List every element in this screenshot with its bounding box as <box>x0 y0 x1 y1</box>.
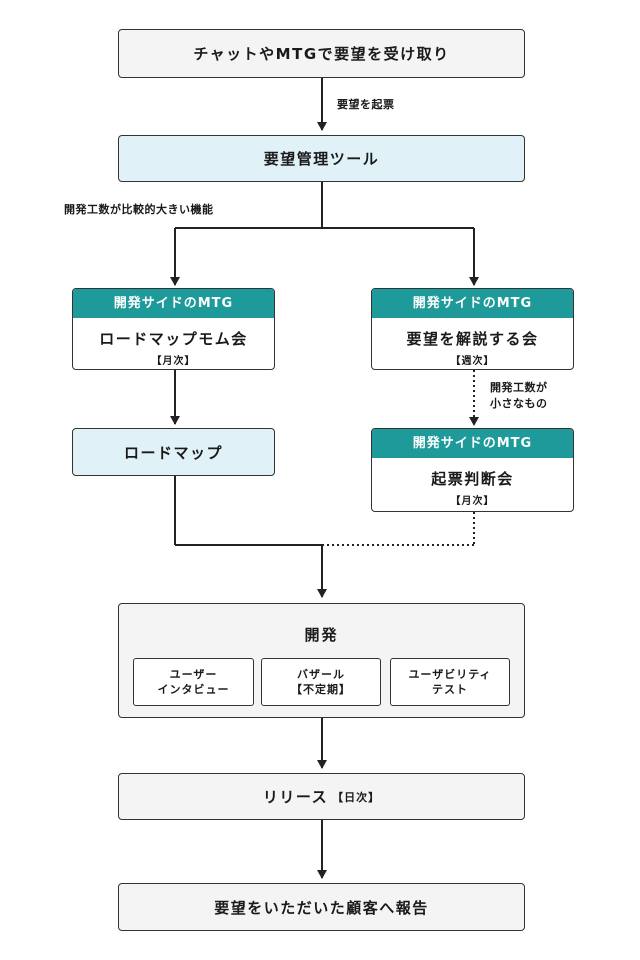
node-release-label: リリース <box>262 788 329 806</box>
dev-item-usability-test-line1: ユーザビリティ <box>408 668 492 681</box>
node-request-tool: 要望管理ツール <box>118 135 525 182</box>
node-receive-requests: チャットやMTGで要望を受け取り <box>118 29 525 78</box>
node-roadmap-label: ロードマップ <box>123 443 223 462</box>
label-large-effort: 開発工数が比較的大きい機能 <box>64 203 214 216</box>
label-small-effort-line2: 小さなもの <box>490 397 548 410</box>
card-roadmap-mtg-title: ロードマップモム会 <box>99 330 248 348</box>
dev-item-usability-test-line2: テスト <box>432 683 468 696</box>
card-decision-mtg-frequency: 【月次】 <box>450 496 495 507</box>
dev-item-user-interview: ユーザー インタビュー <box>133 658 254 706</box>
card-roadmap-mtg-frequency: 【月次】 <box>151 356 196 367</box>
label-small-effort: 開発工数が 小さなもの <box>490 380 548 412</box>
node-development-title: 開発 <box>304 626 339 644</box>
node-report: 要望をいただいた顧客へ報告 <box>118 883 525 931</box>
dev-item-bazaar-line1: バザール <box>297 668 345 681</box>
card-explain-mtg-title: 要望を解説する会 <box>406 330 539 348</box>
card-roadmap-mtg-header: 開発サイドのMTG <box>73 289 274 318</box>
label-small-effort-line1: 開発工数が <box>490 381 548 394</box>
node-request-tool-label: 要望管理ツール <box>263 150 380 168</box>
node-roadmap: ロードマップ <box>72 428 275 476</box>
node-release-frequency: 【日次】 <box>332 790 381 804</box>
card-decision-mtg-title: 起票判断会 <box>431 470 514 488</box>
node-development: 開発 ユーザー インタビュー バザール 【不定期】 ユーザビリティ テスト <box>118 603 525 718</box>
label-ticket: 要望を起票 <box>337 98 395 111</box>
card-decision-mtg-header: 開発サイドのMTG <box>372 429 573 458</box>
node-report-label: 要望をいただいた顧客へ報告 <box>214 898 429 917</box>
node-receive-requests-label: チャットやMTGで要望を受け取り <box>193 45 450 63</box>
card-explain-mtg-header: 開発サイドのMTG <box>372 289 573 318</box>
card-explain-mtg: 開発サイドのMTG 要望を解説する会 【週次】 <box>371 288 574 370</box>
dev-item-usability-test: ユーザビリティ テスト <box>390 658 510 706</box>
node-release: リリース 【日次】 <box>118 773 525 820</box>
dev-item-bazaar: バザール 【不定期】 <box>261 658 381 706</box>
dev-item-user-interview-line2: インタビュー <box>157 683 230 696</box>
dev-item-user-interview-line1: ユーザー <box>169 668 218 681</box>
card-roadmap-mtg: 開発サイドのMTG ロードマップモム会 【月次】 <box>72 288 275 370</box>
dev-item-bazaar-line2: 【不定期】 <box>291 683 351 696</box>
card-explain-mtg-frequency: 【週次】 <box>450 356 495 367</box>
card-decision-mtg: 開発サイドのMTG 起票判断会 【月次】 <box>371 428 574 512</box>
